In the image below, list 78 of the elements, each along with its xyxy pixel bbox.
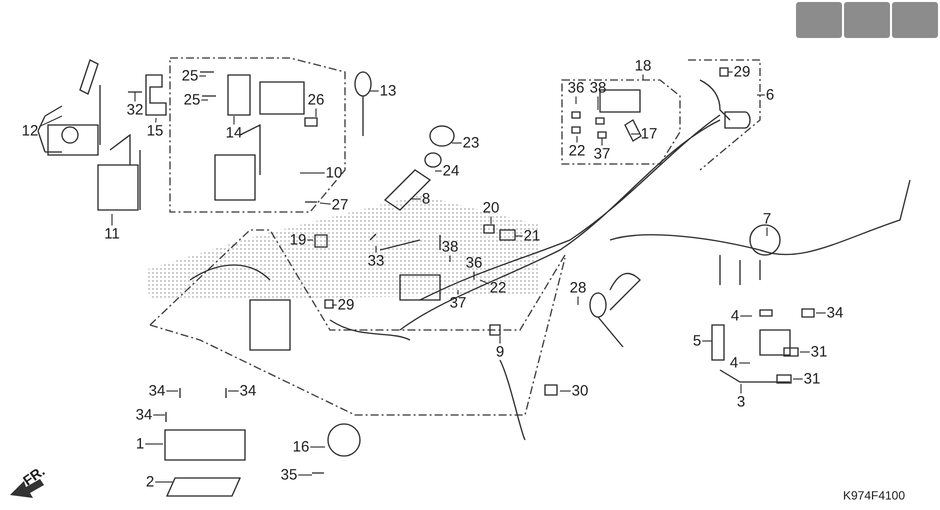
leader-line bbox=[300, 172, 326, 174]
leader-line bbox=[740, 384, 742, 394]
callout-number: 25 bbox=[182, 68, 198, 84]
leader-line bbox=[152, 414, 166, 416]
callout-number: 5 bbox=[692, 334, 702, 348]
leader-line bbox=[792, 378, 804, 380]
callout-number: 37 bbox=[450, 296, 466, 310]
leader-line bbox=[410, 198, 422, 200]
callout-number: 4 bbox=[730, 308, 740, 324]
callout-number: 7 bbox=[762, 212, 772, 226]
callout-number: 17 bbox=[640, 126, 658, 142]
callout-number: 29 bbox=[734, 64, 750, 80]
callout-number: 33 bbox=[368, 254, 384, 268]
leader-line bbox=[576, 136, 578, 143]
callout-number: 31 bbox=[810, 344, 828, 360]
callout-number: 26 bbox=[308, 92, 324, 108]
callout-number: 10 bbox=[326, 166, 342, 180]
leader-line bbox=[642, 74, 644, 80]
callout-number: 37 bbox=[594, 146, 610, 162]
leader-line bbox=[298, 474, 312, 476]
callout-number: 20 bbox=[482, 200, 500, 216]
callout-number: 18 bbox=[634, 58, 652, 74]
callout-number: 14 bbox=[226, 126, 242, 140]
leader-line bbox=[332, 304, 338, 306]
callout-number: 15 bbox=[146, 124, 164, 138]
callout-number: 9 bbox=[496, 344, 504, 360]
callout-number: 24 bbox=[442, 164, 460, 178]
leader-line bbox=[452, 142, 462, 144]
leader-line bbox=[155, 118, 156, 123]
leader-line bbox=[702, 340, 712, 342]
leader-line bbox=[320, 202, 332, 205]
callout-number: 1 bbox=[136, 436, 144, 452]
callout-number: 34 bbox=[826, 306, 844, 320]
callout-number: 21 bbox=[524, 228, 540, 244]
callout-number: 38 bbox=[590, 80, 606, 96]
callout-number: 6 bbox=[766, 88, 774, 102]
drawing-code: K974F4100 bbox=[842, 488, 906, 504]
callout-number: 32 bbox=[126, 102, 144, 118]
callout-number: 36 bbox=[568, 80, 584, 96]
callout-number: 19 bbox=[290, 232, 306, 248]
callout-number: 34 bbox=[240, 384, 256, 398]
leader-line bbox=[766, 227, 768, 236]
callout-number: 34 bbox=[148, 384, 166, 398]
leader-line bbox=[228, 390, 240, 392]
callout-number: 23 bbox=[462, 136, 480, 150]
callout-number: 16 bbox=[292, 440, 310, 454]
callout-number: 3 bbox=[736, 394, 746, 410]
callout-number: 36 bbox=[466, 256, 482, 270]
leader-line bbox=[134, 92, 136, 102]
leader-line bbox=[480, 280, 490, 284]
callout-number: 25 bbox=[184, 92, 200, 108]
callout-number: 38 bbox=[442, 240, 458, 254]
leader-line bbox=[434, 170, 442, 172]
callout-number: 34 bbox=[136, 408, 152, 422]
callout-number: 28 bbox=[570, 280, 586, 296]
leader-line bbox=[38, 116, 62, 128]
leader-line bbox=[490, 216, 492, 224]
callout-number: 31 bbox=[804, 372, 820, 386]
callout-number: 2 bbox=[146, 474, 154, 490]
direction-label: FR. bbox=[20, 463, 48, 489]
callout-number: 35 bbox=[280, 468, 298, 482]
callout-number: 27 bbox=[332, 198, 348, 212]
leader-line bbox=[756, 94, 766, 96]
callout-number: 30 bbox=[572, 384, 588, 398]
callout-number: 13 bbox=[380, 84, 396, 98]
callout-number: 22 bbox=[568, 144, 586, 158]
callout-number: 22 bbox=[490, 280, 506, 296]
callout-number: 8 bbox=[422, 192, 430, 206]
leader-line bbox=[560, 390, 572, 392]
callout-number: 4 bbox=[730, 356, 738, 370]
leader-line bbox=[816, 312, 826, 314]
callout-number: 12 bbox=[22, 124, 38, 138]
leader-line bbox=[310, 446, 326, 448]
callout-number: 29 bbox=[338, 298, 354, 312]
callout-number: 11 bbox=[104, 226, 120, 242]
leader-line bbox=[738, 362, 750, 364]
leader-line bbox=[370, 90, 380, 92]
leader-line bbox=[166, 390, 178, 392]
